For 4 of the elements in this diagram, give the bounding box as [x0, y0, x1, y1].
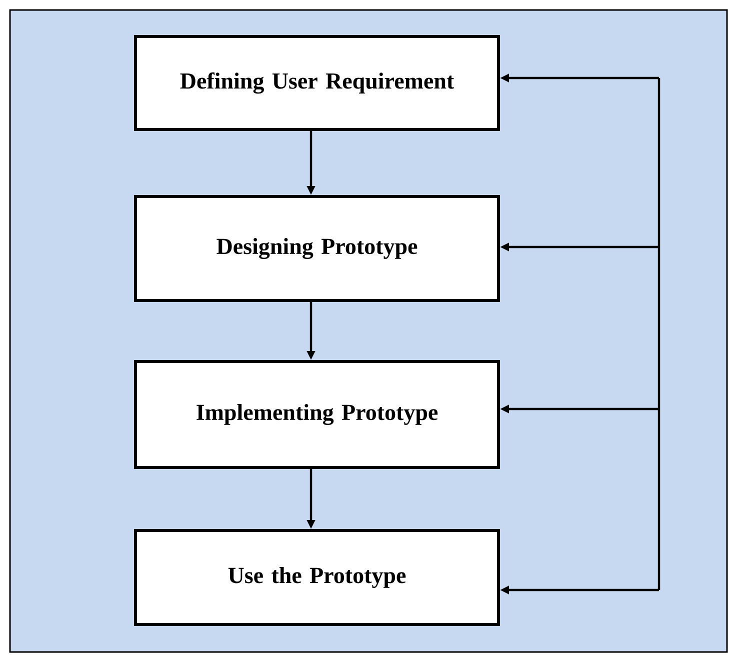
process-box: Use the Prototype: [134, 529, 500, 626]
process-box: Implementing Prototype: [134, 360, 500, 469]
process-box: Defining User Requirement: [134, 35, 500, 131]
process-box: Designing Prototype: [134, 195, 500, 302]
